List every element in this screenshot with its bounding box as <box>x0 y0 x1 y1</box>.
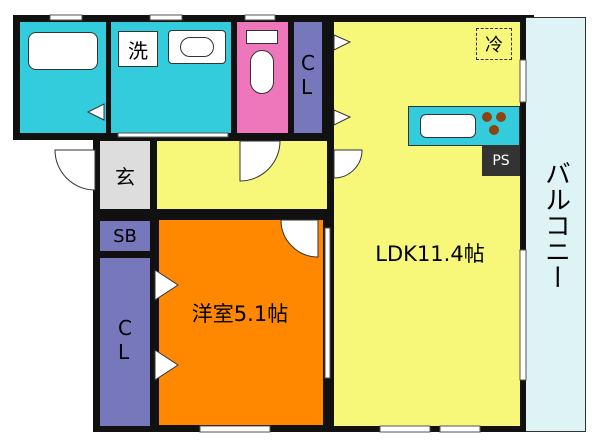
fridge-space <box>476 28 512 60</box>
pipe-space <box>482 146 520 176</box>
balcony-label: バルコニー <box>540 160 571 290</box>
shoe-box-label: SB <box>113 225 137 247</box>
door-entrance <box>54 149 96 191</box>
wash-label: 洗 <box>128 38 148 63</box>
window-north-1 <box>49 14 83 21</box>
washing-machine-icon <box>118 31 158 67</box>
ldk-label: LDK11.4帖 <box>375 242 485 266</box>
window-east-2 <box>519 249 527 381</box>
closet-door-left-2 <box>154 349 179 381</box>
closet-top <box>294 22 322 133</box>
window-south-2 <box>379 425 431 433</box>
window-south-3 <box>439 425 481 433</box>
stove-burner-icon <box>482 112 492 122</box>
closet-top-label: C L <box>301 51 315 99</box>
sliding-door-western <box>324 227 331 379</box>
sliding-door-wash <box>117 132 229 138</box>
western-room-label: 洋室5.1帖 <box>191 302 289 326</box>
stove-burner-icon <box>496 112 506 122</box>
entrance <box>100 141 150 209</box>
toilet-tank-icon <box>246 30 278 44</box>
bathtub-icon <box>28 32 98 70</box>
bath-door <box>86 103 105 121</box>
closet-top-door-2 <box>333 109 352 126</box>
door-ldk <box>333 149 363 179</box>
window-north-3 <box>244 14 276 21</box>
kitchen-sink-icon <box>420 114 476 138</box>
closet-left <box>100 258 150 426</box>
window-south-1 <box>199 425 271 433</box>
entrance-label: 玄 <box>115 164 135 189</box>
shoe-box <box>100 221 150 251</box>
pipe-space-label: PS <box>492 153 510 169</box>
door-western <box>280 219 319 258</box>
closet-top-door <box>333 34 352 51</box>
western-room <box>159 220 323 425</box>
ldk-room <box>334 22 520 426</box>
window-east-1 <box>519 59 527 103</box>
closet-door-left <box>154 269 179 301</box>
sink-bowl-icon <box>180 37 214 57</box>
fridge-label: 冷 <box>485 35 503 56</box>
toilet-bowl-icon <box>250 50 274 94</box>
window-north-2 <box>149 14 183 21</box>
balcony <box>526 17 586 432</box>
door-hall <box>239 140 281 182</box>
stove-burner-icon <box>489 125 499 135</box>
closet-left-label: C L <box>118 316 132 364</box>
